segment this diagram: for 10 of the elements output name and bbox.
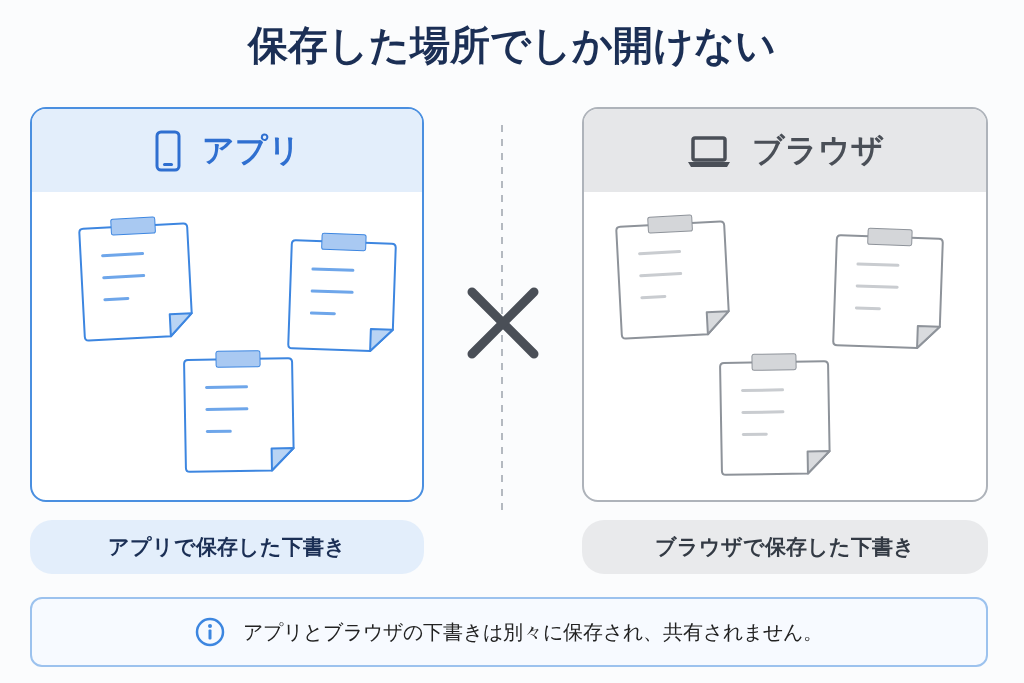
panel-heading: ブラウザ [752,129,884,171]
caption-text: ブラウザで保存した下書き [655,534,915,561]
note-text: アプリとブラウザの下書きは別々に保存され、共有されません。 [243,618,823,646]
browser-panel [582,107,988,502]
panel-heading: アプリ [201,129,301,171]
info-banner [30,597,988,667]
title: 保存した場所でしか開けない [246,21,777,70]
caption-pill [30,520,424,574]
caption-text: アプリで保存した下書き [108,534,346,561]
app-panel [30,107,424,502]
